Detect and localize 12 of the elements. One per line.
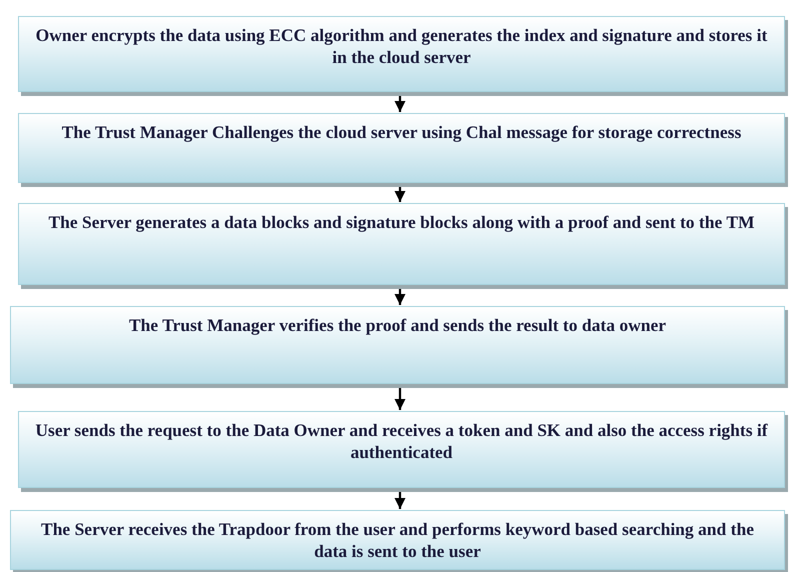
arrow [394,187,406,202]
arrow [394,388,406,410]
step-text: Owner encrypts the data using ECC algorithm and generates the index and signature and stores it in the cloud server [34,24,768,68]
step-text: The Trust Manager verifies the proof and sends the result to data owner [129,314,666,336]
step-text: User sends the request to the Data Owner and receives a token and SK and also the access rights if authenticated [34,419,769,463]
step-text: The Trust Manager Challenges the cloud server using Chal message for storage correctness [62,121,742,143]
process-box [10,510,785,570]
step-text: The Server receives the Trapdoor from the user and performs keyword based searching and the data is sent to the user [40,518,755,562]
arrow [394,492,406,509]
step-text: The Server generates a data blocks and signature blocks along with a proof and sent to the TM [48,211,755,233]
arrow [394,289,406,305]
arrow [394,96,406,112]
